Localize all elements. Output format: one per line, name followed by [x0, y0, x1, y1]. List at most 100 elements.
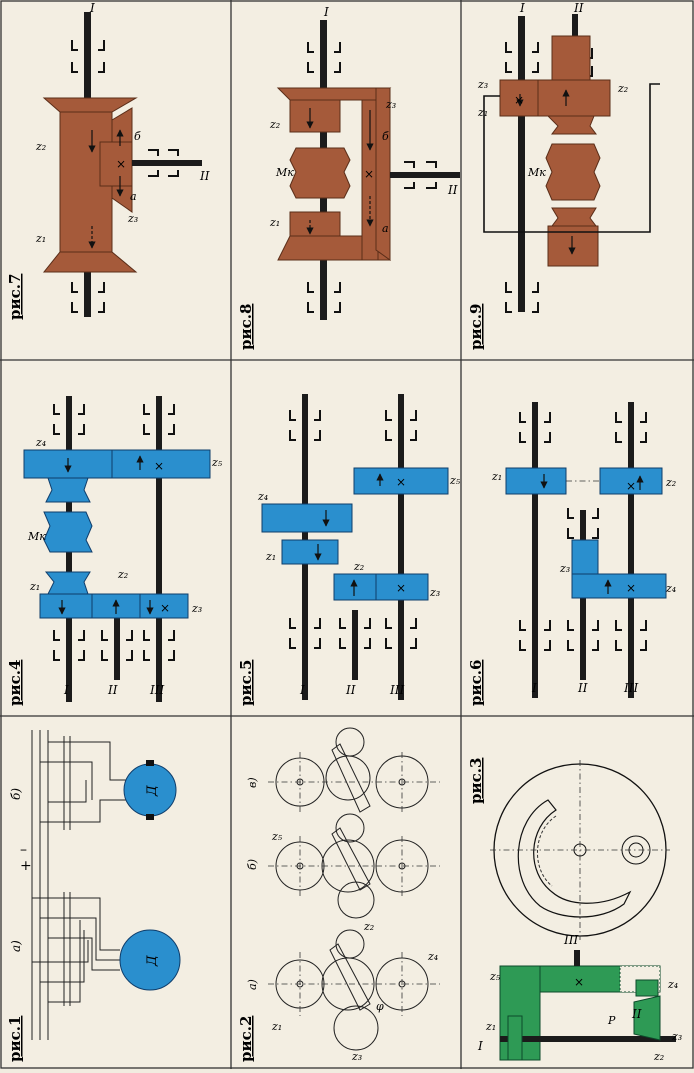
- figure-7: рис.7 × I II z₂ z₁ z₃ б а: [6, 1, 210, 320]
- caption-fig7-wrap: рис.7: [6, 274, 24, 320]
- cam-groove: [517, 799, 632, 918]
- circuit-b: [40, 736, 130, 830]
- gear-z1: [507, 1015, 523, 1061]
- gear-z2-bevel: [276, 87, 392, 101]
- label-shaft-III: III: [149, 683, 164, 697]
- caption-fig4: рис.4: [6, 660, 24, 706]
- cross-mark-2: ×: [160, 601, 170, 615]
- label-plus: +: [20, 858, 32, 874]
- gear-z2-bevel: [42, 97, 138, 113]
- label-z3: z₃: [477, 78, 488, 91]
- bearing-top: [505, 42, 539, 73]
- figure-3: рис.3 × I II III z₁ z₂ z₃ z₄ z₅ Р: [467, 758, 682, 1063]
- label-shaft-II: II: [573, 1, 584, 15]
- figure-5: рис.5 × × z₅ z₄ z₁ z₂ z₃ I II III: [237, 394, 461, 706]
- label-z3: z₃: [429, 586, 440, 599]
- variant-c-centerlines: [268, 752, 440, 812]
- figure-6: рис.6 × × z₁ z₂ z₃ z₄ I II III: [467, 402, 676, 706]
- label-mark: Р: [607, 1014, 616, 1027]
- caption-fig6: рис.6: [467, 660, 485, 706]
- label-shaft-I: I: [323, 5, 329, 19]
- bearing-II: [148, 149, 179, 177]
- shaft-I: [532, 402, 538, 698]
- bearing-I-bot: [289, 618, 321, 649]
- gear-z2-hub: [551, 35, 591, 81]
- label-z4: z₄: [257, 490, 268, 503]
- shaft-III: [574, 950, 580, 966]
- variant-a-centerlines: [268, 952, 440, 1016]
- label-shaft-I: I: [531, 681, 537, 695]
- bearing-II-bot: [339, 618, 371, 649]
- shifting-fork: [483, 83, 660, 233]
- circuit-a: [32, 892, 120, 1006]
- label-z4: z₄: [427, 950, 438, 963]
- label-z1: z₁: [265, 550, 276, 563]
- gear-z4: [261, 503, 353, 533]
- variant-b-centerlines: [268, 836, 440, 898]
- coupling-mk: [289, 147, 351, 199]
- label-z4: z₄: [667, 978, 678, 991]
- bearing-II-bot: [101, 630, 133, 661]
- shaft-II: [390, 172, 460, 178]
- shaft-II: [114, 610, 120, 680]
- label-z5: z₅: [489, 970, 501, 983]
- bearing-III-top: [143, 404, 175, 435]
- caption-fig3: рис.3: [467, 758, 485, 804]
- brush-top: [146, 760, 154, 766]
- label-z2: z₂: [665, 476, 676, 489]
- label-coupling: Мк: [275, 166, 294, 179]
- label-z3: z₃: [127, 212, 138, 225]
- figure-9: рис.9 × I II z₃ z₁ z₂ Мк: [467, 1, 660, 350]
- bearing-bottom: [71, 282, 105, 313]
- bearing-I-bot: [53, 630, 85, 661]
- brush-bottom: [146, 814, 154, 820]
- label-z2: z₂: [35, 140, 46, 153]
- label-z1: z₁: [271, 1020, 282, 1033]
- label-z2: z₂: [363, 920, 374, 933]
- shaft-III: [156, 396, 162, 702]
- shaft-I: [518, 16, 525, 312]
- bearing-I-top: [53, 404, 85, 435]
- bearing-I-top: [289, 410, 321, 441]
- shaft-I: [500, 1036, 676, 1042]
- shaft-III: [398, 394, 404, 700]
- label-shaft-II: II: [107, 683, 118, 697]
- caption-fig7: рис.7: [6, 274, 24, 320]
- gear-z4: [571, 573, 667, 599]
- label-shaft-II: II: [447, 183, 458, 197]
- label-z3: z₃: [351, 1050, 362, 1063]
- label-z5: z₅: [449, 474, 461, 487]
- label-shaft-I: I: [63, 683, 69, 697]
- label-phi: φ: [376, 1000, 384, 1013]
- bearing-II-top: [567, 508, 599, 539]
- bearing-I-top: [519, 412, 551, 443]
- label-z2: z₂: [353, 560, 364, 573]
- figure-1: рис.1 Д Д а) б) + –: [6, 730, 181, 1062]
- label-shaft-I: I: [89, 1, 95, 15]
- label-z3: z₃: [191, 602, 202, 615]
- label-variant-b: б): [9, 788, 23, 800]
- label-z5: z₅: [271, 830, 283, 843]
- label-coupling: Мк: [27, 530, 46, 543]
- label-z2: z₂: [269, 118, 280, 131]
- gear-z2: [633, 995, 661, 1041]
- label-z4: z₄: [665, 582, 676, 595]
- label-z4: z₄: [35, 436, 46, 449]
- bearing-III-bot: [615, 620, 647, 651]
- bearing-bottom: [307, 282, 341, 313]
- label-coupling: Мк: [527, 166, 546, 179]
- cam-groove-inner: [537, 815, 557, 887]
- gear-z4: [635, 979, 659, 997]
- figure-8: рис.8 × I II z₂ z₁ z₃ Мк б а: [237, 5, 460, 350]
- bearing-top: [71, 40, 105, 73]
- label-variant-b: б): [246, 859, 259, 870]
- gear-z2: [599, 467, 663, 495]
- coupling-upper: [45, 477, 91, 503]
- label-shaft-III: III: [389, 683, 404, 697]
- gear-z1: [281, 539, 339, 565]
- label-z2: z₂: [653, 1050, 664, 1063]
- cross-mark: ×: [396, 475, 406, 489]
- gear-z2-body: [289, 99, 341, 133]
